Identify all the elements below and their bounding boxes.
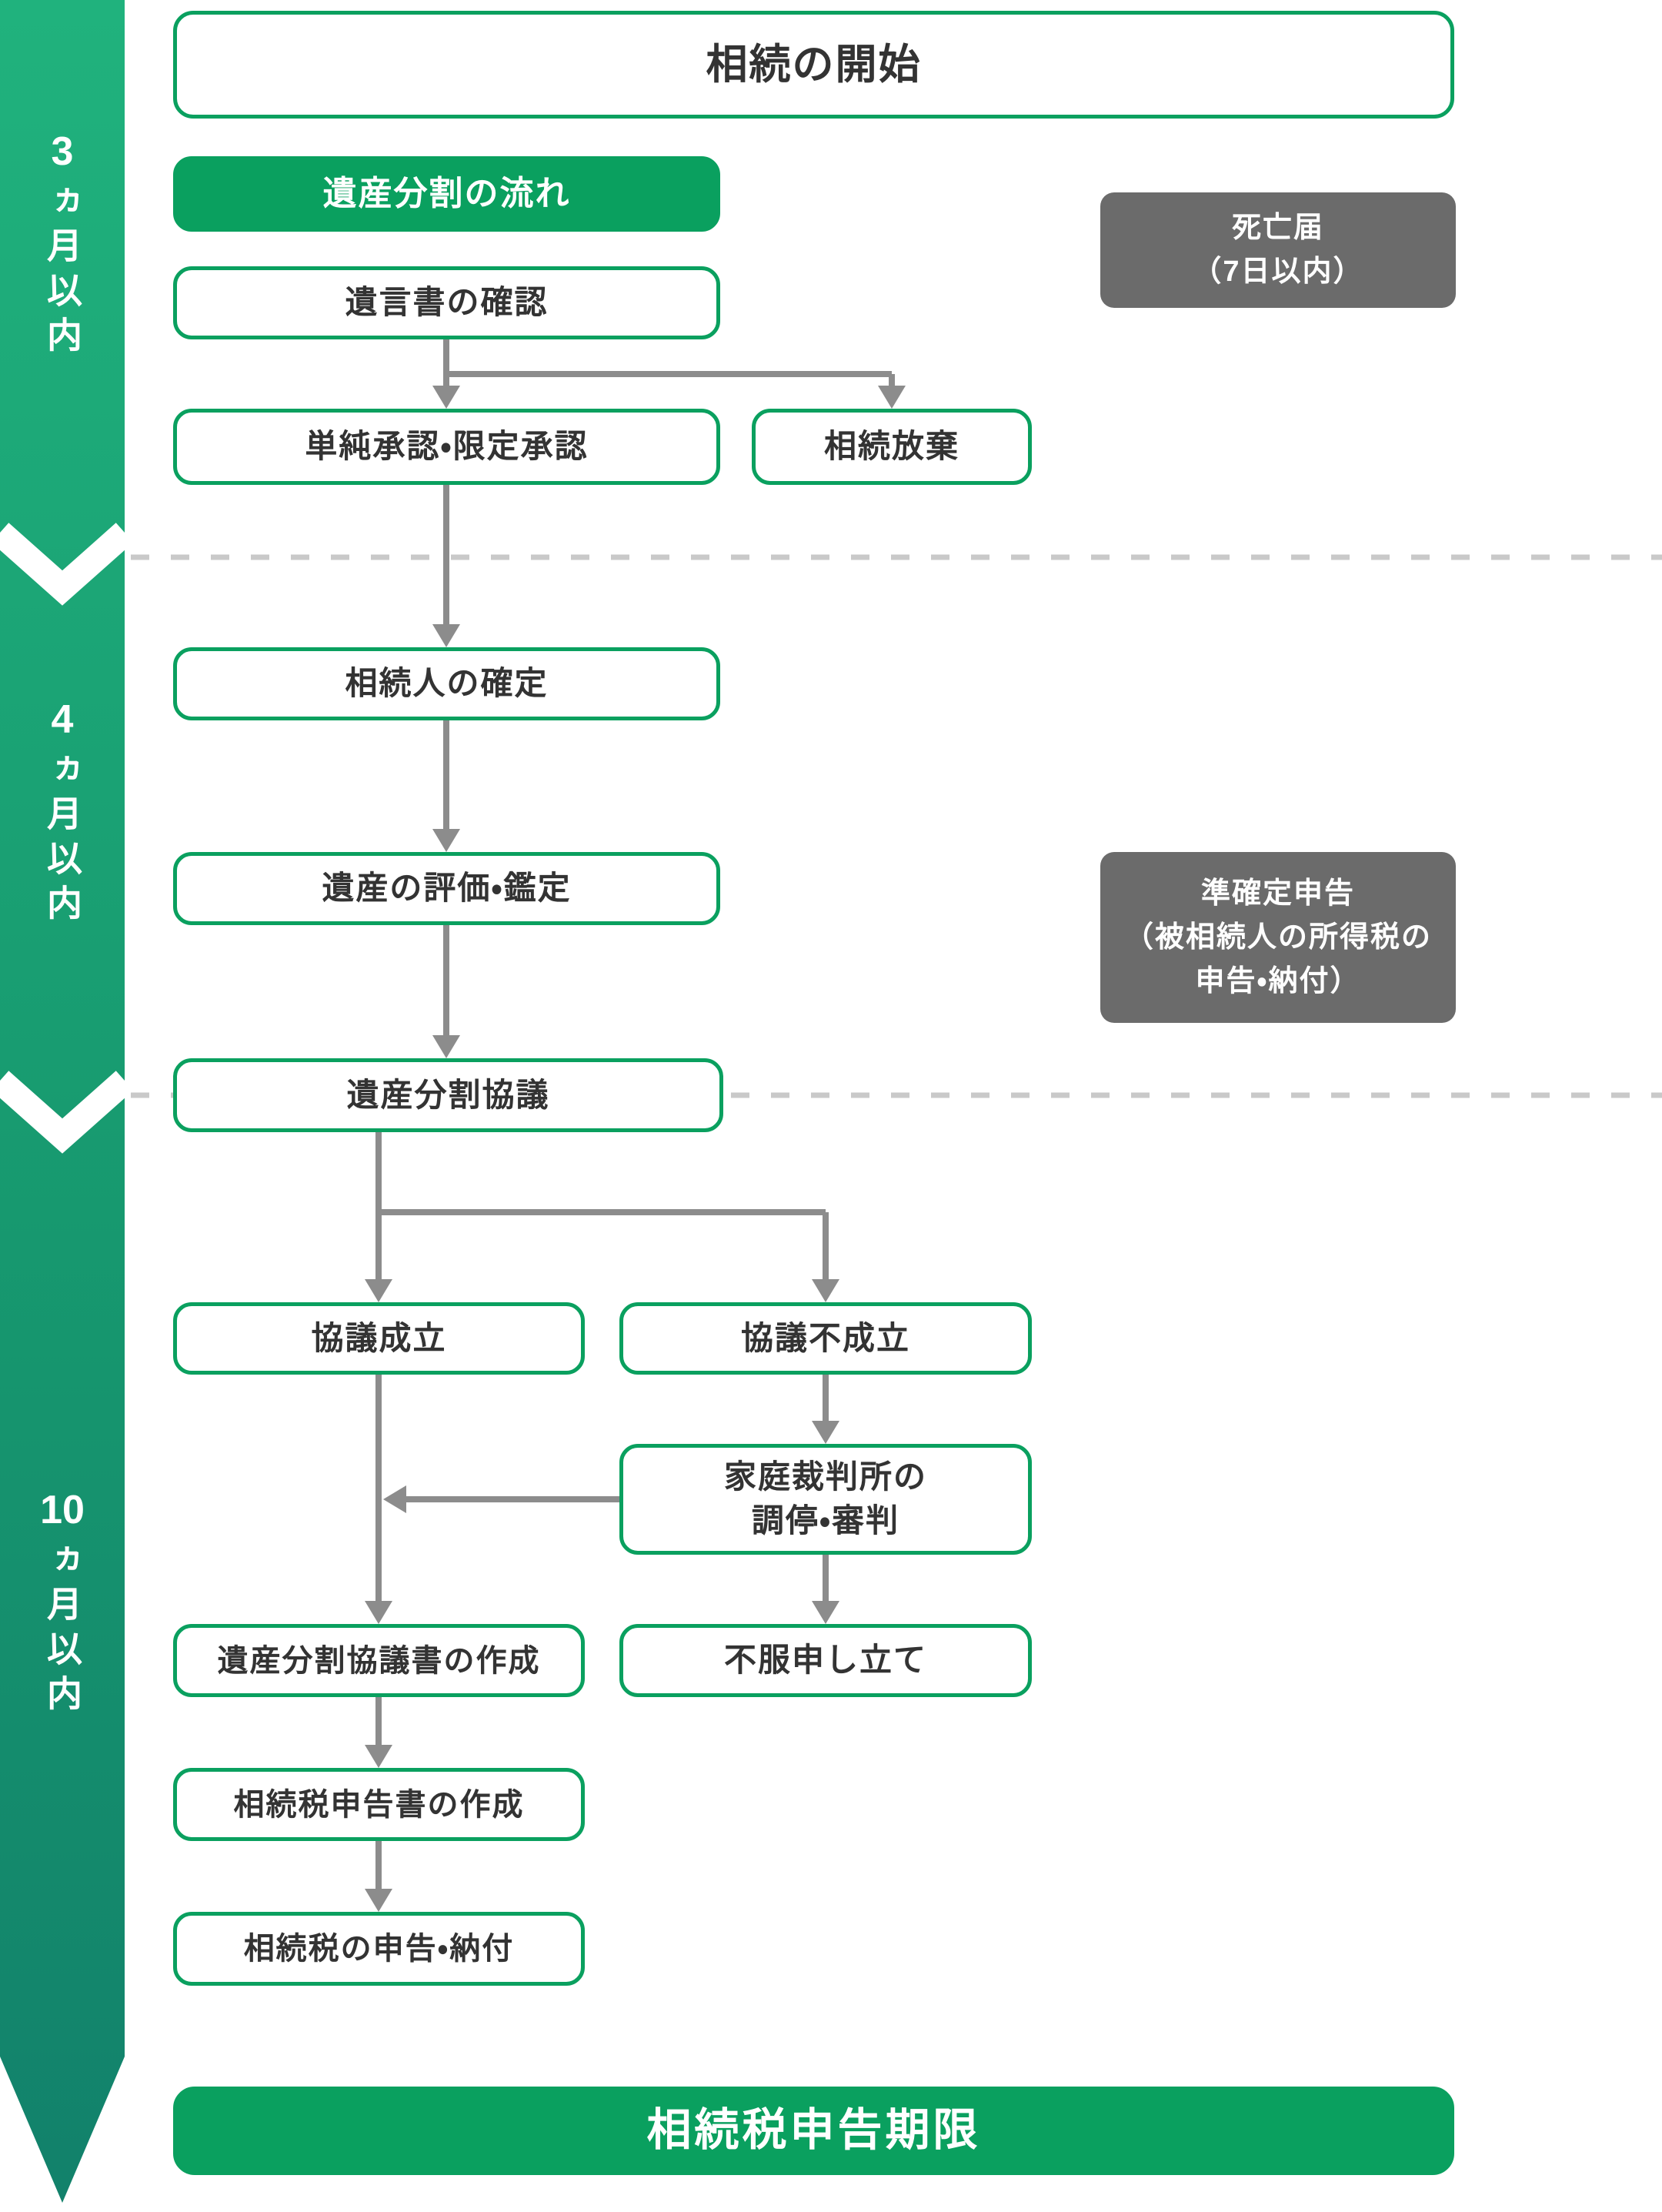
timeline-number: 4	[51, 697, 74, 742]
timeline-number: 3	[51, 129, 74, 174]
note-line1: 準確定申告	[1200, 877, 1355, 910]
timeline-label-4months: 4 ヵ月以内	[42, 697, 82, 929]
timeline-unit: ヵ月以内	[42, 1541, 82, 1719]
node-heirs-determination: 相続人の確定	[173, 647, 720, 720]
node-label: 相続税申告書の作成	[233, 1787, 525, 1822]
node-family-court: 家庭裁判所の 調停・審判	[619, 1444, 1032, 1555]
node-label: 相続税申告期限	[646, 2105, 981, 2156]
node-label: 遺産の評価・鑑定	[322, 870, 572, 907]
node-tax-return-preparation: 相続税申告書の作成	[173, 1768, 585, 1841]
node-label: 不服申し立て	[723, 1642, 927, 1679]
node-tax-filing-payment: 相続税の申告・納付	[173, 1912, 585, 1986]
node-label: 遺産分割協議	[346, 1076, 550, 1113]
node-label: 相続の開始	[706, 41, 922, 88]
note-line2: （7日以内）	[1192, 256, 1364, 288]
node-inheritance-start: 相続の開始	[173, 11, 1454, 119]
node-renunciation: 相続放棄	[752, 409, 1032, 485]
note-line1: 死亡届	[1231, 212, 1324, 244]
timeline-label-3months: 3 ヵ月以内	[42, 129, 82, 361]
node-label: 協議不成立	[740, 1319, 910, 1356]
node-label: 遺産分割協議書の作成	[217, 1643, 541, 1678]
note-quasi-final-return: 準確定申告 （被相続人の所得税の 申告・納付）	[1100, 852, 1456, 1023]
node-label: 協議成立	[311, 1319, 447, 1356]
timeline-label-10months: 10 ヵ月以内	[40, 1490, 85, 1719]
node-label: 相続人の確定	[345, 665, 549, 702]
node-label-line2: 調停・審判	[751, 1502, 900, 1539]
node-division-agreement-doc: 遺産分割協議書の作成	[173, 1624, 585, 1697]
node-appeal: 不服申し立て	[619, 1624, 1032, 1697]
node-will-check: 遺言書の確認	[173, 266, 720, 339]
node-agreement-reached: 協議成立	[173, 1302, 585, 1375]
timeline-unit: ヵ月以内	[42, 750, 82, 929]
node-tax-filing-deadline: 相続税申告期限	[173, 2087, 1454, 2175]
node-estate-appraisal: 遺産の評価・鑑定	[173, 852, 720, 925]
node-division-council: 遺産分割協議	[173, 1058, 723, 1132]
timeline-number: 10	[40, 1488, 85, 1532]
node-label: 単純承認・限定承認	[305, 428, 589, 465]
node-label: 相続税の申告・納付	[243, 1932, 515, 1966]
legend-division-flow: 遺産分割の流れ	[173, 156, 720, 232]
arrow-lines	[375, 339, 895, 1892]
note-line2: （被相続人の所得税の	[1123, 921, 1432, 954]
node-label-line1: 家庭裁判所の	[723, 1459, 927, 1495]
node-label: 相続放棄	[823, 428, 959, 465]
legend-label: 遺産分割の流れ	[322, 175, 571, 213]
band-chevrons	[0, 523, 134, 1154]
arrow-heads	[365, 386, 906, 1912]
timeline-unit: ヵ月以内	[42, 182, 82, 361]
note-death-report: 死亡届 （7日以内）	[1100, 192, 1456, 308]
note-line3: 申告・納付）	[1195, 964, 1361, 997]
node-acceptance: 単純承認・限定承認	[173, 409, 720, 485]
node-label: 遺言書の確認	[345, 284, 549, 321]
node-agreement-failed: 協議不成立	[619, 1302, 1032, 1375]
